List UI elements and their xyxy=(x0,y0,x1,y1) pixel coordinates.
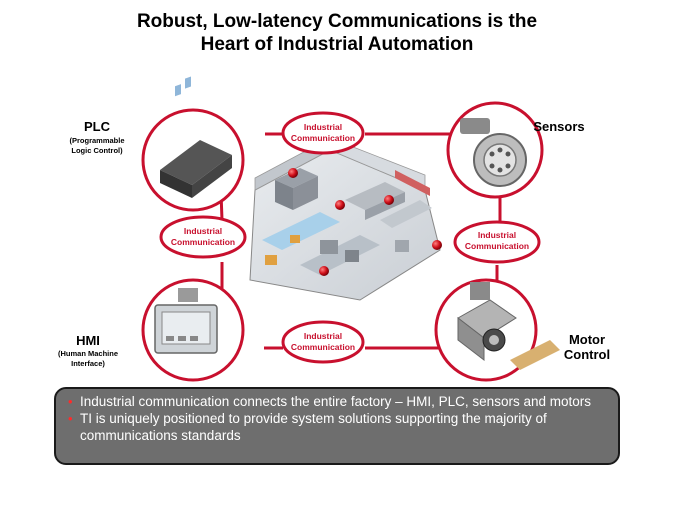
comm-label-line1: Industrial xyxy=(304,331,342,341)
comm-label-line2: Communication xyxy=(171,237,235,247)
motor-label: Motor Control xyxy=(564,332,610,362)
plc-label: PLC (Programmable Logic Control) xyxy=(69,119,124,155)
motor-title-1: Motor xyxy=(569,332,605,347)
title-line-2: Heart of Industrial Automation xyxy=(200,34,474,55)
comm-oval-bottom: Industrial Communication xyxy=(281,320,365,364)
comm-label-line1: Industrial xyxy=(478,230,516,240)
comm-label-line1: Industrial xyxy=(304,122,342,132)
comm-label-line2: Communication xyxy=(291,342,355,352)
comm-oval-right: Industrial Communication xyxy=(453,220,541,264)
comm-label-line2: Communication xyxy=(291,133,355,143)
hmi-circle xyxy=(141,278,245,382)
sensors-circle xyxy=(446,101,544,199)
bullet-item: • Industrial communication connects the … xyxy=(68,393,608,410)
plc-sub-1: (Programmable xyxy=(69,136,124,145)
plc-sub-2: Logic Control) xyxy=(71,146,123,155)
hmi-title: HMI xyxy=(76,333,100,348)
hmi-sub-2: Interface) xyxy=(71,359,105,368)
bullet-text: TI is uniquely positioned to provide sys… xyxy=(80,411,547,443)
hmi-sub-1: (Human Machine xyxy=(58,349,118,358)
comm-label-line2: Communication xyxy=(465,241,529,251)
slide-title: Robust, Low-latency Communications is th… xyxy=(0,10,674,56)
factory-diagram: Industrial Communication Industrial Comm… xyxy=(58,76,610,382)
title-line-1: Robust, Low-latency Communications is th… xyxy=(136,11,538,32)
comm-oval-top: Industrial Communication xyxy=(281,111,365,155)
bullet-panel: • Industrial communication connects the … xyxy=(54,387,620,465)
comm-label-line1: Industrial xyxy=(184,226,222,236)
factory-floor xyxy=(249,137,441,301)
motor-title-2: Control xyxy=(564,347,610,362)
plc-title: PLC xyxy=(84,119,111,134)
plc-circle xyxy=(141,76,245,212)
network-nodes xyxy=(288,168,442,276)
bullet-item: • TI is uniquely positioned to provide s… xyxy=(68,410,608,444)
bullet-dot-icon: • xyxy=(68,394,73,409)
bullet-dot-icon: • xyxy=(68,411,73,426)
motor-circle xyxy=(434,278,560,382)
bullet-text: Industrial communication connects the en… xyxy=(80,394,591,409)
hmi-label: HMI (Human Machine Interface) xyxy=(58,333,118,368)
comm-oval-left: Industrial Communication xyxy=(159,215,247,259)
sensors-title: Sensors xyxy=(533,119,584,134)
